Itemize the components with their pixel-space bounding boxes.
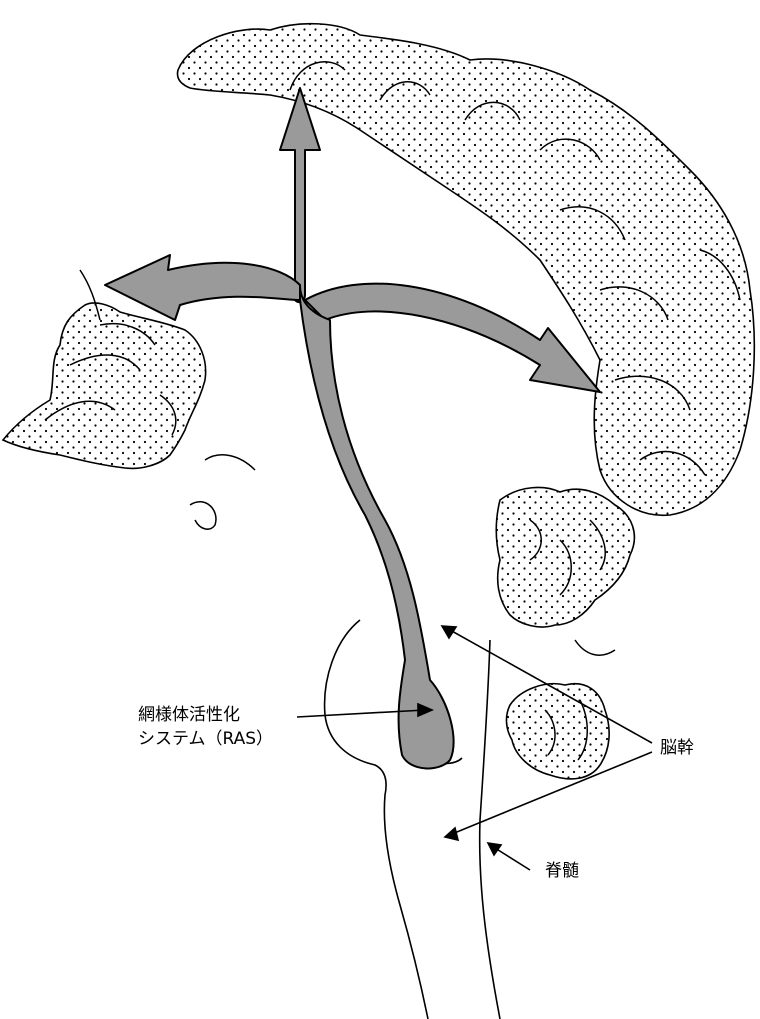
spinal-cord-label: 脊髄 <box>545 861 579 881</box>
brainstem-label: 脳幹 <box>660 737 694 758</box>
ras-label-line1: 網様体活性化 <box>138 705 240 725</box>
brainstem-pointer-lower-head <box>445 828 458 840</box>
spinal-cord-pointer-head <box>488 843 501 855</box>
ras-label-line2: システム（RAS） <box>138 729 273 749</box>
cerebral-cortex <box>3 24 754 779</box>
